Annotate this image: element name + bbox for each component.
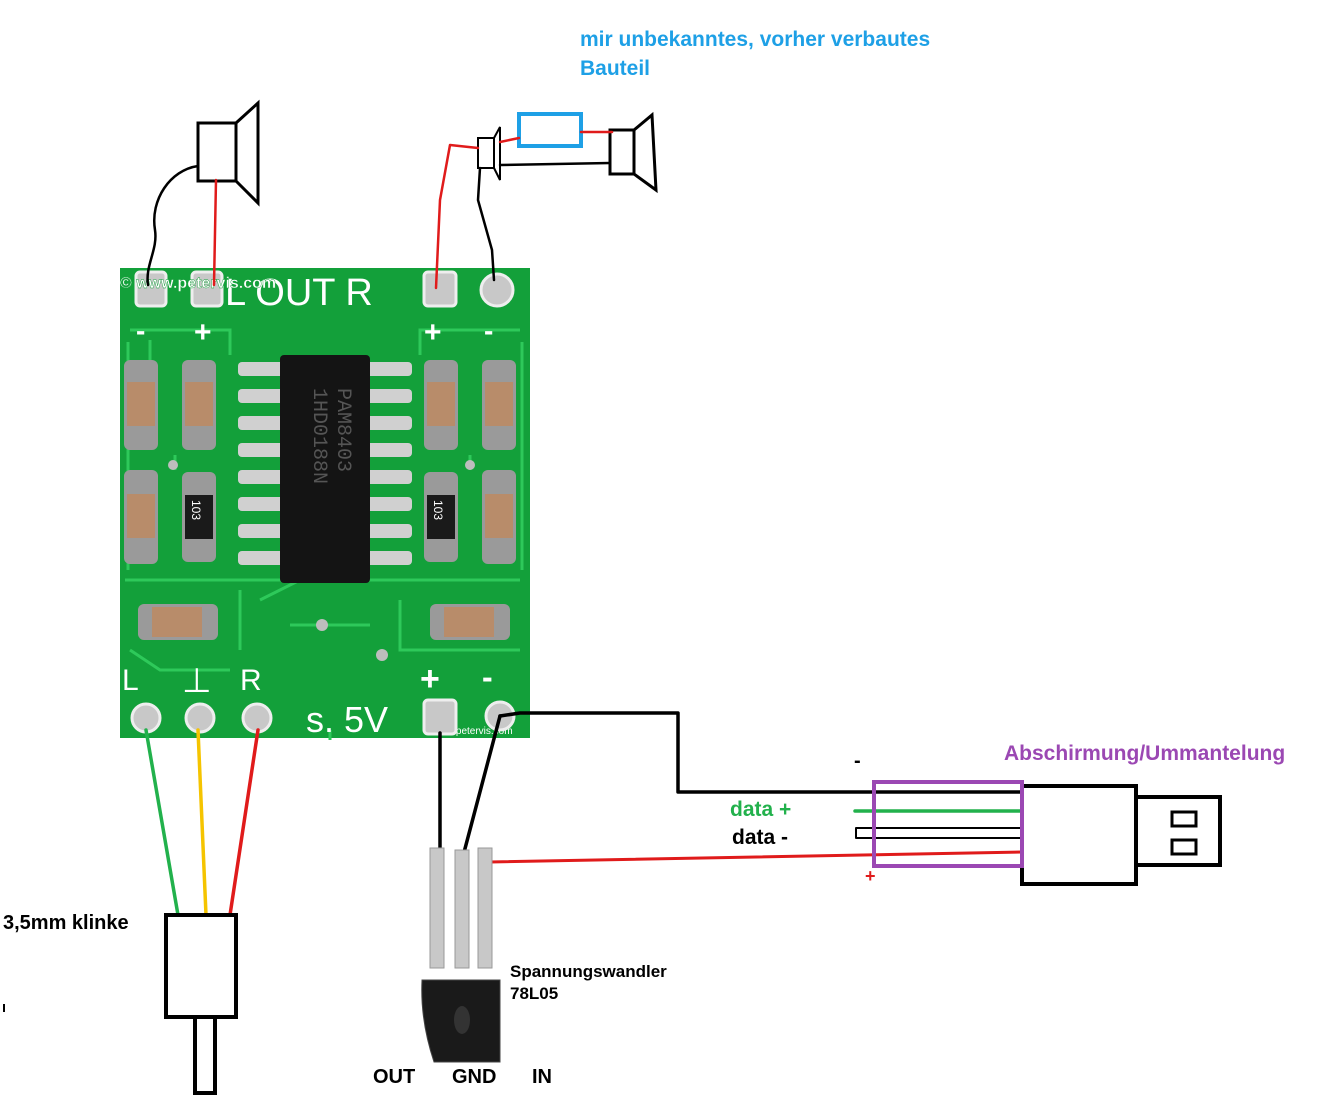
wire-input-gnd — [196, 728, 208, 917]
wire-data-minus — [855, 827, 1023, 839]
wire-ground — [498, 711, 1024, 794]
capacitor — [430, 604, 510, 640]
silk-power-label: s. 5V — [306, 699, 388, 740]
wire-right-return — [498, 161, 612, 167]
wire-to-part-left — [498, 136, 521, 144]
pad-power-plus — [422, 698, 458, 736]
wire-right-speaker-minus — [476, 166, 496, 282]
capacitor — [482, 470, 516, 564]
voltage-regulator — [421, 847, 501, 1063]
chip-marking-line2: 1HD0188N — [307, 388, 330, 484]
vias — [168, 460, 475, 661]
capacitor — [124, 360, 158, 450]
capacitor — [482, 360, 516, 450]
silk-plus-left: + — [194, 316, 212, 349]
ic-chip: PAM8403 1HD0188N — [280, 355, 370, 583]
speaker-right-small — [477, 126, 501, 181]
watermark-small: www.petervis.com — [431, 726, 513, 737]
pin-in-label: IN — [532, 1066, 552, 1088]
pad-in-l — [130, 702, 162, 734]
watermark-text: © www.petervis.com — [120, 275, 276, 292]
regulator-mark — [454, 1006, 470, 1034]
silk-l: L — [122, 664, 139, 697]
pad-r-plus — [422, 270, 458, 308]
pin-gnd-label: GND — [452, 1066, 497, 1088]
shielding-label: Abschirmung/Ummantelung — [1004, 742, 1286, 765]
wire-input-r — [228, 728, 260, 917]
silk-minus-left: - — [136, 315, 145, 346]
capacitors — [124, 360, 516, 640]
capacitor — [424, 360, 458, 450]
wire-right-speaker-plus — [434, 143, 480, 290]
jack-label: 3,5mm klinke — [3, 912, 129, 934]
silk-gnd-symbol: ⊥ — [182, 662, 212, 700]
silk-plus-power: + — [420, 660, 440, 698]
resistor-left: 103 — [182, 472, 216, 562]
audio-jack — [164, 913, 238, 1095]
resistor-code: 103 — [431, 500, 445, 520]
usb-minus-label: - — [854, 750, 861, 772]
silk-plus-right: + — [424, 316, 442, 349]
wires — [144, 130, 1024, 962]
regulator-label-line1: Spannungswandler — [510, 962, 667, 981]
capacitor — [138, 604, 218, 640]
silk-out-label: L OUT R — [225, 272, 373, 314]
shielding-box — [872, 780, 1024, 868]
amplifier-board: L OUT R © www.petervis.com - + + - 103 1… — [120, 268, 530, 740]
usb-plus-label: + — [865, 866, 876, 886]
pad-r-minus — [479, 272, 515, 308]
speaker-left — [196, 99, 260, 207]
output-pads — [134, 270, 515, 308]
unknown-part-label-line1: mir unbekanntes, vorher verbautes — [580, 28, 931, 51]
pin-out-label: OUT — [373, 1066, 416, 1088]
wire-left-speaker-plus — [212, 178, 218, 287]
ic-pins — [238, 362, 412, 565]
regulator-label-line2: 78L05 — [510, 984, 559, 1003]
unknown-part-box — [517, 112, 583, 148]
silk-r: R — [240, 664, 262, 697]
speaker-right — [608, 111, 658, 194]
regulator-leg-gnd — [454, 849, 470, 969]
silk-minus-right: - — [484, 315, 493, 346]
resistor-right: 103 — [424, 472, 458, 562]
capacitor — [182, 360, 216, 450]
wire-input-l — [144, 728, 180, 917]
wire-left-speaker-minus — [146, 164, 200, 287]
data-plus-label: data + — [730, 798, 792, 821]
unknown-part-label-line2: Bauteil — [580, 57, 651, 80]
chip-marking-line1: PAM8403 — [331, 388, 354, 472]
wire-usb-plus — [488, 850, 1024, 864]
stray-mark — [3, 1004, 5, 1012]
pad-in-r — [241, 702, 273, 734]
capacitor — [124, 470, 158, 564]
pad-l-minus — [134, 270, 168, 308]
regulator-leg-out — [429, 847, 445, 969]
resistor-code: 103 — [189, 500, 203, 520]
data-minus-label: data - — [732, 826, 789, 849]
silk-minus-power: - — [482, 659, 493, 695]
pad-in-gnd — [184, 702, 216, 734]
usb-plug — [1020, 784, 1222, 886]
regulator-leg-in — [477, 847, 493, 969]
